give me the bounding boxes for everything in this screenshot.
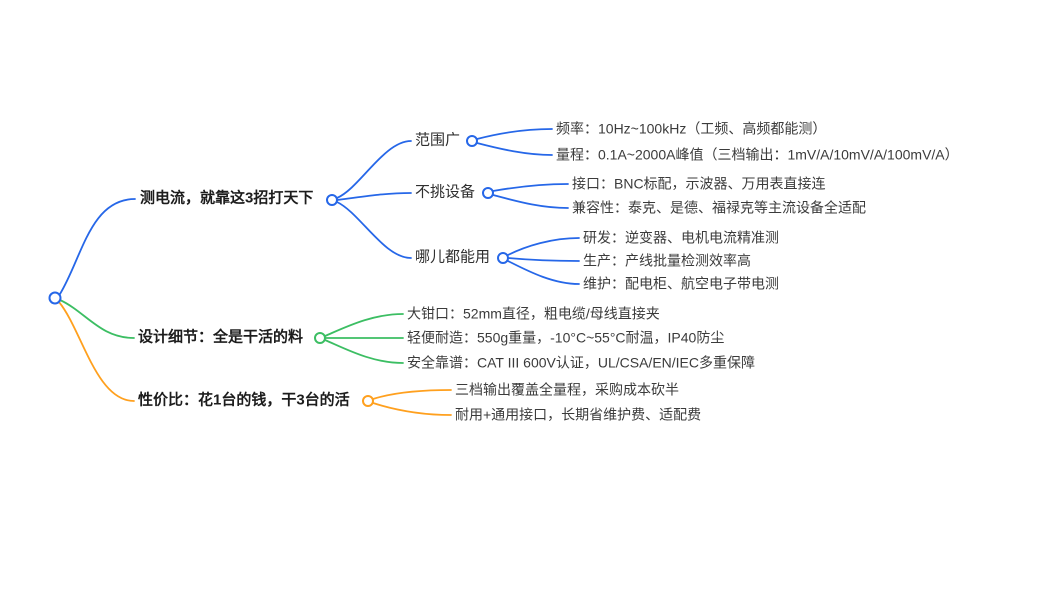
leaf-interface[interactable]: 接口：BNC标配，示波器、万用表直接连 [572, 175, 826, 192]
edge-root-branch1 [59, 198, 136, 295]
leaf-range-span[interactable]: 量程：0.1A~2000A峰值（三档输出：1mV/A/10mV/A/100mV/… [556, 146, 959, 163]
edge-design-safety [324, 339, 404, 364]
root-node-dot[interactable] [48, 291, 62, 305]
edge-branch1-range [336, 140, 412, 199]
edge-anywhere-production [507, 257, 580, 262]
edge-root-branch3 [58, 301, 135, 402]
edge-devices-interface [492, 183, 569, 192]
edge-design-jaw [324, 313, 404, 337]
leaf-maintenance[interactable]: 维护：配电柜、航空电子带电测 [583, 275, 779, 292]
branch-cost-performance-title[interactable]: 性价比：花1台的钱，干3台的活 [138, 391, 350, 409]
leaf-frequency[interactable]: 频率：10Hz~100kHz（工频、高频都能测） [556, 120, 827, 137]
branch2-node-dot[interactable] [314, 332, 326, 344]
edge-devices-compat [492, 194, 569, 209]
edge-value-durable [372, 402, 452, 416]
anywhere-node-dot[interactable] [497, 252, 509, 264]
edge-anywhere-maintenance [507, 260, 580, 285]
edge-root-branch2 [59, 299, 135, 339]
edge-branch1-devices [336, 192, 412, 201]
node-use-anywhere[interactable]: 哪儿都能用 [415, 248, 491, 266]
branch-design-details-title[interactable]: 设计细节：全是干活的料 [138, 328, 304, 346]
leaf-big-jaw[interactable]: 大钳口：52mm直径，粗电缆/母线直接夹 [407, 305, 660, 322]
leaf-safety-certified[interactable]: 安全靠谱：CAT III 600V认证，UL/CSA/EN/IEC多重保障 [407, 354, 755, 371]
leaf-long-term-savings[interactable]: 耐用+通用接口，长期省维护费、适配费 [455, 406, 702, 423]
edge-range-frequency [476, 128, 553, 140]
leaf-rnd[interactable]: 研发：逆变器、电机电流精准测 [583, 229, 779, 246]
leaf-full-range-output[interactable]: 三档输出覆盖全量程，采购成本砍半 [455, 381, 679, 398]
devices-node-dot[interactable] [482, 187, 494, 199]
branch1-node-dot[interactable] [326, 194, 338, 206]
edge-range-span [476, 142, 553, 156]
edge-branch1-anywhere [336, 201, 412, 259]
edge-anywhere-rnd [507, 237, 580, 256]
node-wide-range[interactable]: 范围广 [415, 131, 461, 149]
leaf-production[interactable]: 生产：产线批量检测效率高 [583, 252, 751, 269]
leaf-portable-durable[interactable]: 轻便耐造：550g重量，-10°C~55°C耐温，IP40防尘 [407, 329, 725, 346]
leaf-compatibility[interactable]: 兼容性：泰克、是德、福禄克等主流设备全适配 [572, 199, 866, 216]
node-any-equipment[interactable]: 不挑设备 [415, 183, 476, 201]
branch3-node-dot[interactable] [362, 395, 374, 407]
branch-measure-current-title[interactable]: 测电流，就靠这3招打天下 [140, 189, 314, 207]
edge-value-fullrange [372, 389, 452, 400]
range-node-dot[interactable] [466, 135, 478, 147]
